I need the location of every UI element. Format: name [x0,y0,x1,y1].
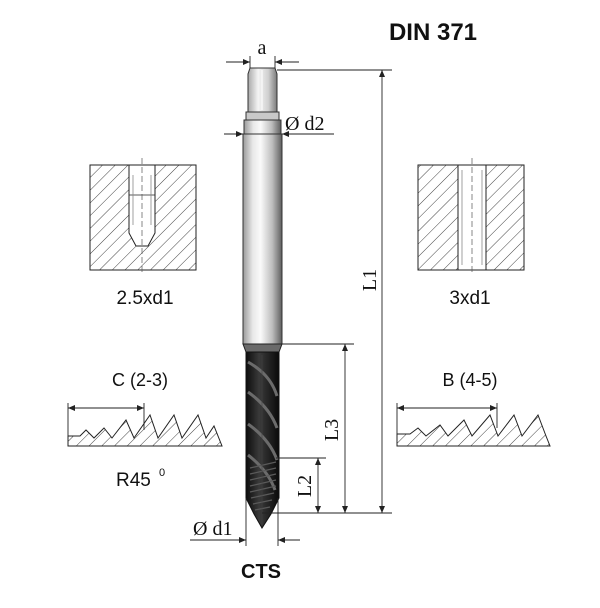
dimension-d2-label: Ø d2 [285,113,324,135]
dimension-l2-label: L2 [294,475,316,497]
dimension-a-label: a [258,37,267,59]
dimension-l2 [276,457,326,513]
through-hole-diagram [417,158,525,274]
dimension-a [226,56,299,68]
chamfer-angle-label: R45 0 [116,467,165,491]
dimension-l1-label: L1 [359,269,381,291]
chamfer-b-label: B (4-5) [442,370,497,390]
tap-type-label: CTS [241,561,281,583]
svg-text:0: 0 [159,467,165,479]
dimension-l1 [262,69,392,514]
chamfer-c-profile [67,403,223,447]
dimension-d1-label: Ø d1 [193,518,232,540]
dimension-d1 [190,498,300,546]
blind-hole-label: 2.5xd1 [116,288,173,309]
chamfer-b-profile [396,403,551,447]
chamfer-c-label: C (2-3) [112,370,168,390]
page-title: DIN 371 [389,19,477,46]
dimension-l3-label: L3 [321,419,343,441]
tap-tool [242,67,283,529]
dimension-l3 [282,343,354,513]
through-hole-label: 3xd1 [449,288,490,309]
svg-text:R45: R45 [116,470,151,491]
blind-hole-diagram [89,158,197,272]
